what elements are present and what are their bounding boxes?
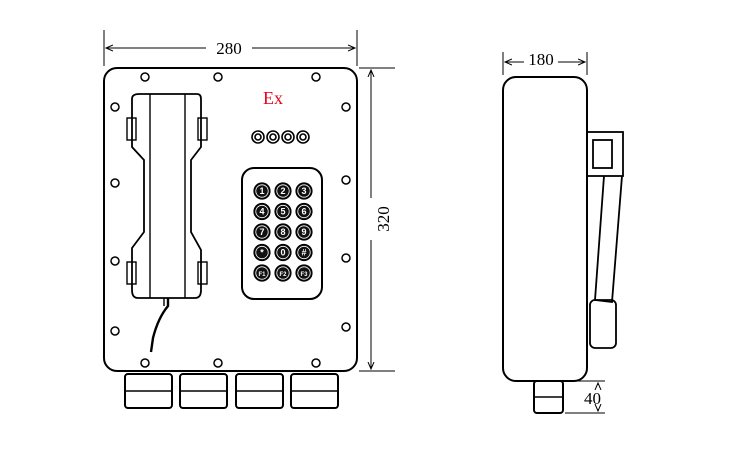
keypad-key-label: # bbox=[301, 248, 306, 258]
keypad-key-ring bbox=[297, 245, 311, 260]
gland-height-label: 40 bbox=[584, 389, 601, 408]
keypad-key bbox=[253, 243, 271, 262]
keypad-key bbox=[295, 182, 313, 200]
keypad-key bbox=[295, 202, 313, 221]
keypad-key bbox=[295, 264, 313, 282]
keypad-key-ring bbox=[297, 204, 311, 219]
keypad-key-ring bbox=[255, 245, 269, 260]
keypad-key-ring bbox=[276, 204, 290, 219]
front-view bbox=[103, 67, 358, 409]
keypad-key-label: 2 bbox=[280, 186, 285, 196]
keypad-key bbox=[295, 243, 313, 262]
keypad-key-ring bbox=[276, 184, 290, 198]
keypad-key-label: 0 bbox=[280, 248, 285, 258]
gland-height-dimension bbox=[565, 380, 605, 414]
keypad-key-label: 4 bbox=[259, 207, 264, 217]
front-width-label: 280 bbox=[216, 39, 242, 58]
keypad-key-label: * bbox=[260, 248, 264, 258]
side-view bbox=[502, 76, 624, 414]
keypad-key-ring bbox=[276, 225, 290, 239]
keypad-key-label: 6 bbox=[301, 207, 306, 217]
handset bbox=[126, 93, 208, 353]
keypad-key-ring bbox=[255, 184, 269, 198]
ex-mark: Ex bbox=[263, 88, 283, 108]
side-depth-dimension bbox=[502, 52, 588, 75]
keypad-key-ring bbox=[255, 225, 269, 239]
keypad-key-label: 7 bbox=[259, 227, 264, 237]
screw-holes bbox=[110, 72, 351, 368]
keypad-key bbox=[274, 243, 292, 262]
keypad-key bbox=[253, 202, 271, 221]
keypad-keys: 1 2 3 4 5 6 7 8 9 * 0 # F1 F2 F3 bbox=[253, 182, 313, 282]
keypad-key bbox=[274, 182, 292, 200]
front-width-dimension bbox=[103, 30, 358, 66]
cable-glands bbox=[124, 373, 339, 409]
keypad-key-ring bbox=[297, 266, 311, 280]
keypad-key-label: F3 bbox=[300, 272, 308, 278]
keypad-key bbox=[274, 223, 292, 241]
keypad-key bbox=[253, 182, 271, 200]
keypad-key-ring bbox=[297, 184, 311, 198]
keypad-key-label: 1 bbox=[259, 186, 264, 196]
keypad-key-label: F2 bbox=[279, 272, 287, 278]
front-height-dimension bbox=[359, 67, 395, 372]
keypad-key-label: F1 bbox=[258, 272, 266, 278]
side-handset bbox=[586, 131, 624, 349]
front-enclosure bbox=[103, 67, 358, 372]
keypad-panel bbox=[241, 167, 323, 300]
keypad-key-label: 9 bbox=[301, 227, 306, 237]
keypad-key-label: 8 bbox=[280, 227, 285, 237]
side-depth-label: 180 bbox=[528, 50, 554, 69]
indicator-lights bbox=[251, 130, 310, 144]
front-height-label: 320 bbox=[374, 206, 393, 232]
side-enclosure bbox=[502, 76, 588, 382]
keypad-key-ring bbox=[297, 225, 311, 239]
keypad-key bbox=[295, 223, 313, 241]
keypad-key-ring bbox=[276, 245, 290, 260]
keypad-key-ring bbox=[276, 266, 290, 280]
keypad-key bbox=[253, 223, 271, 241]
keypad-key bbox=[253, 264, 271, 282]
keypad-key bbox=[274, 264, 292, 282]
keypad-key-ring bbox=[255, 204, 269, 219]
keypad-key-ring bbox=[255, 266, 269, 280]
keypad-key-label: 5 bbox=[280, 207, 285, 217]
keypad-key-label: 3 bbox=[301, 186, 306, 196]
keypad-key bbox=[274, 202, 292, 221]
